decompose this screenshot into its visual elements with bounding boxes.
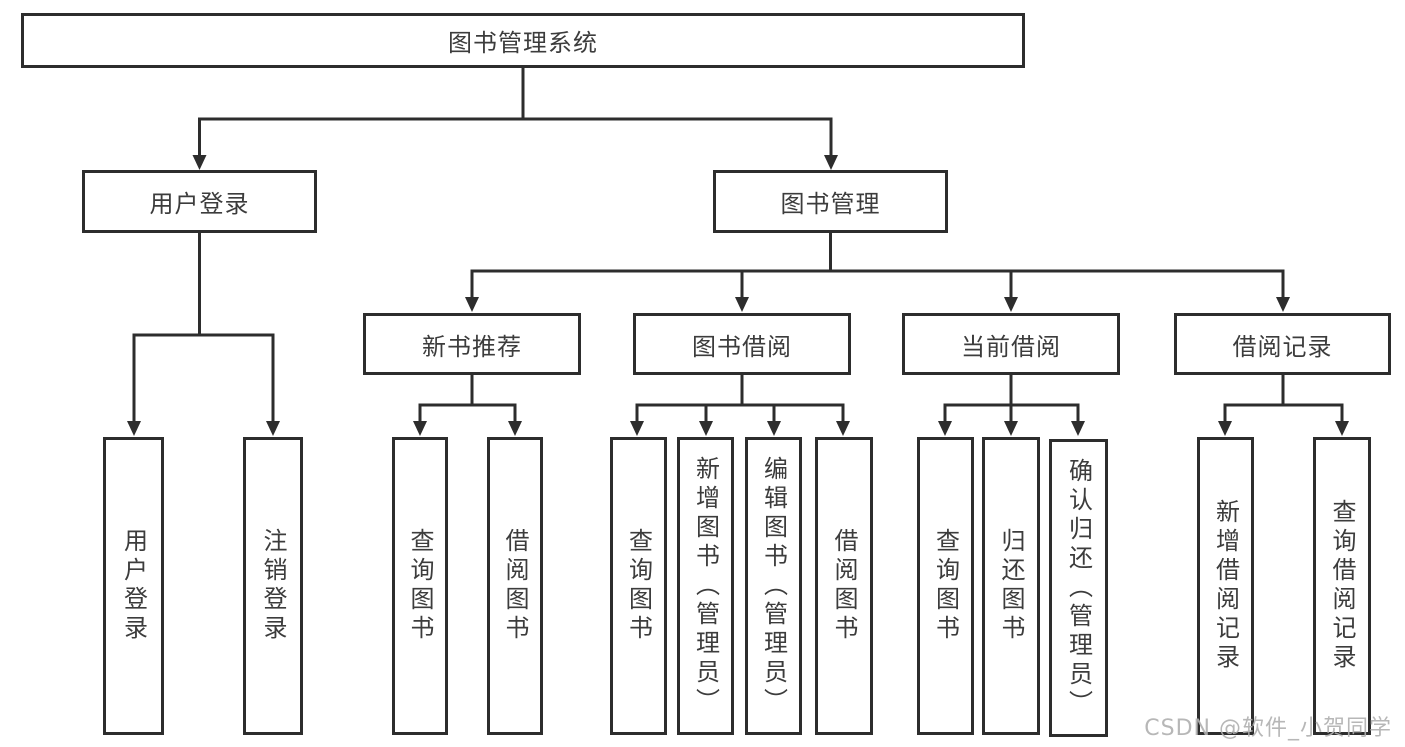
node-label: 图书管理系统 (448, 29, 598, 57)
node-book-management: 图书管理 (713, 170, 948, 233)
node-label: 借阅记录 (1232, 332, 1333, 361)
node-borrowing-records: 借阅记录 (1174, 313, 1391, 375)
leaf-user-login: 用户登录 (103, 437, 164, 735)
leaf-label: 查询图书 (624, 528, 653, 644)
leaf-label: 确认归还（管理员） (1064, 457, 1093, 719)
node-library-management-system: 图书管理系统 (21, 13, 1025, 68)
node-user-login: 用户登录 (82, 170, 317, 233)
leaf-label: 编辑图书（管理员） (759, 455, 788, 717)
leaf-label: 借阅图书 (830, 528, 858, 644)
connector-current-borrow-group (943, 375, 1080, 421)
leaf-label: 新增借阅记录 (1211, 499, 1240, 673)
node-label: 当前借阅 (961, 332, 1061, 361)
arrowheads (127, 155, 1349, 436)
connector-book-borrow-group (635, 375, 845, 421)
leaf-return-books: 归还图书 (982, 437, 1040, 735)
node-label: 新书推荐 (422, 332, 522, 361)
leaf-current-query-books: 查询图书 (917, 437, 974, 735)
leaf-label: 新增图书（管理员） (691, 455, 720, 717)
leaf-label: 查询借阅记录 (1328, 499, 1356, 673)
node-label: 图书借阅 (692, 332, 792, 361)
leaf-borrowing-query-books: 查询图书 (610, 437, 667, 735)
leaf-add-borrow-record: 新增借阅记录 (1197, 437, 1254, 735)
leaf-label: 借阅图书 (501, 528, 529, 644)
leaf-label: 查询图书 (931, 528, 960, 644)
connector-root-group (198, 68, 833, 156)
node-label: 图书管理 (780, 190, 881, 218)
connector-user-login-group (132, 233, 275, 421)
leaf-recommend-query-books: 查询图书 (392, 437, 448, 735)
leaf-label: 查询图书 (406, 528, 434, 644)
leaf-query-borrow-record: 查询借阅记录 (1313, 437, 1371, 735)
csdn-watermark: CSDN @软件_小贺同学 (1144, 716, 1392, 741)
leaf-logout: 注销登录 (243, 437, 303, 735)
connector-borrow-records-group (1223, 375, 1344, 421)
node-label: 用户登录 (149, 190, 250, 218)
leaf-edit-books-admin: 编辑图书（管理员） (745, 437, 802, 735)
leaf-label: 用户登录 (119, 528, 148, 644)
leaf-recommend-borrow-books: 借阅图书 (487, 437, 543, 735)
node-current-borrowing: 当前借阅 (902, 313, 1120, 375)
leaf-add-books-admin: 新增图书（管理员） (677, 437, 734, 735)
connector-book-management-group (470, 233, 1285, 298)
leaf-confirm-return-admin: 确认归还（管理员） (1049, 439, 1108, 737)
connector-new-book-group (418, 375, 517, 421)
leaf-borrowing-borrow-books: 借阅图书 (815, 437, 873, 735)
node-book-borrowing: 图书借阅 (633, 313, 851, 375)
node-new-book-recommendation: 新书推荐 (363, 313, 581, 375)
leaf-label: 注销登录 (259, 528, 287, 644)
leaf-label: 归还图书 (997, 528, 1025, 644)
